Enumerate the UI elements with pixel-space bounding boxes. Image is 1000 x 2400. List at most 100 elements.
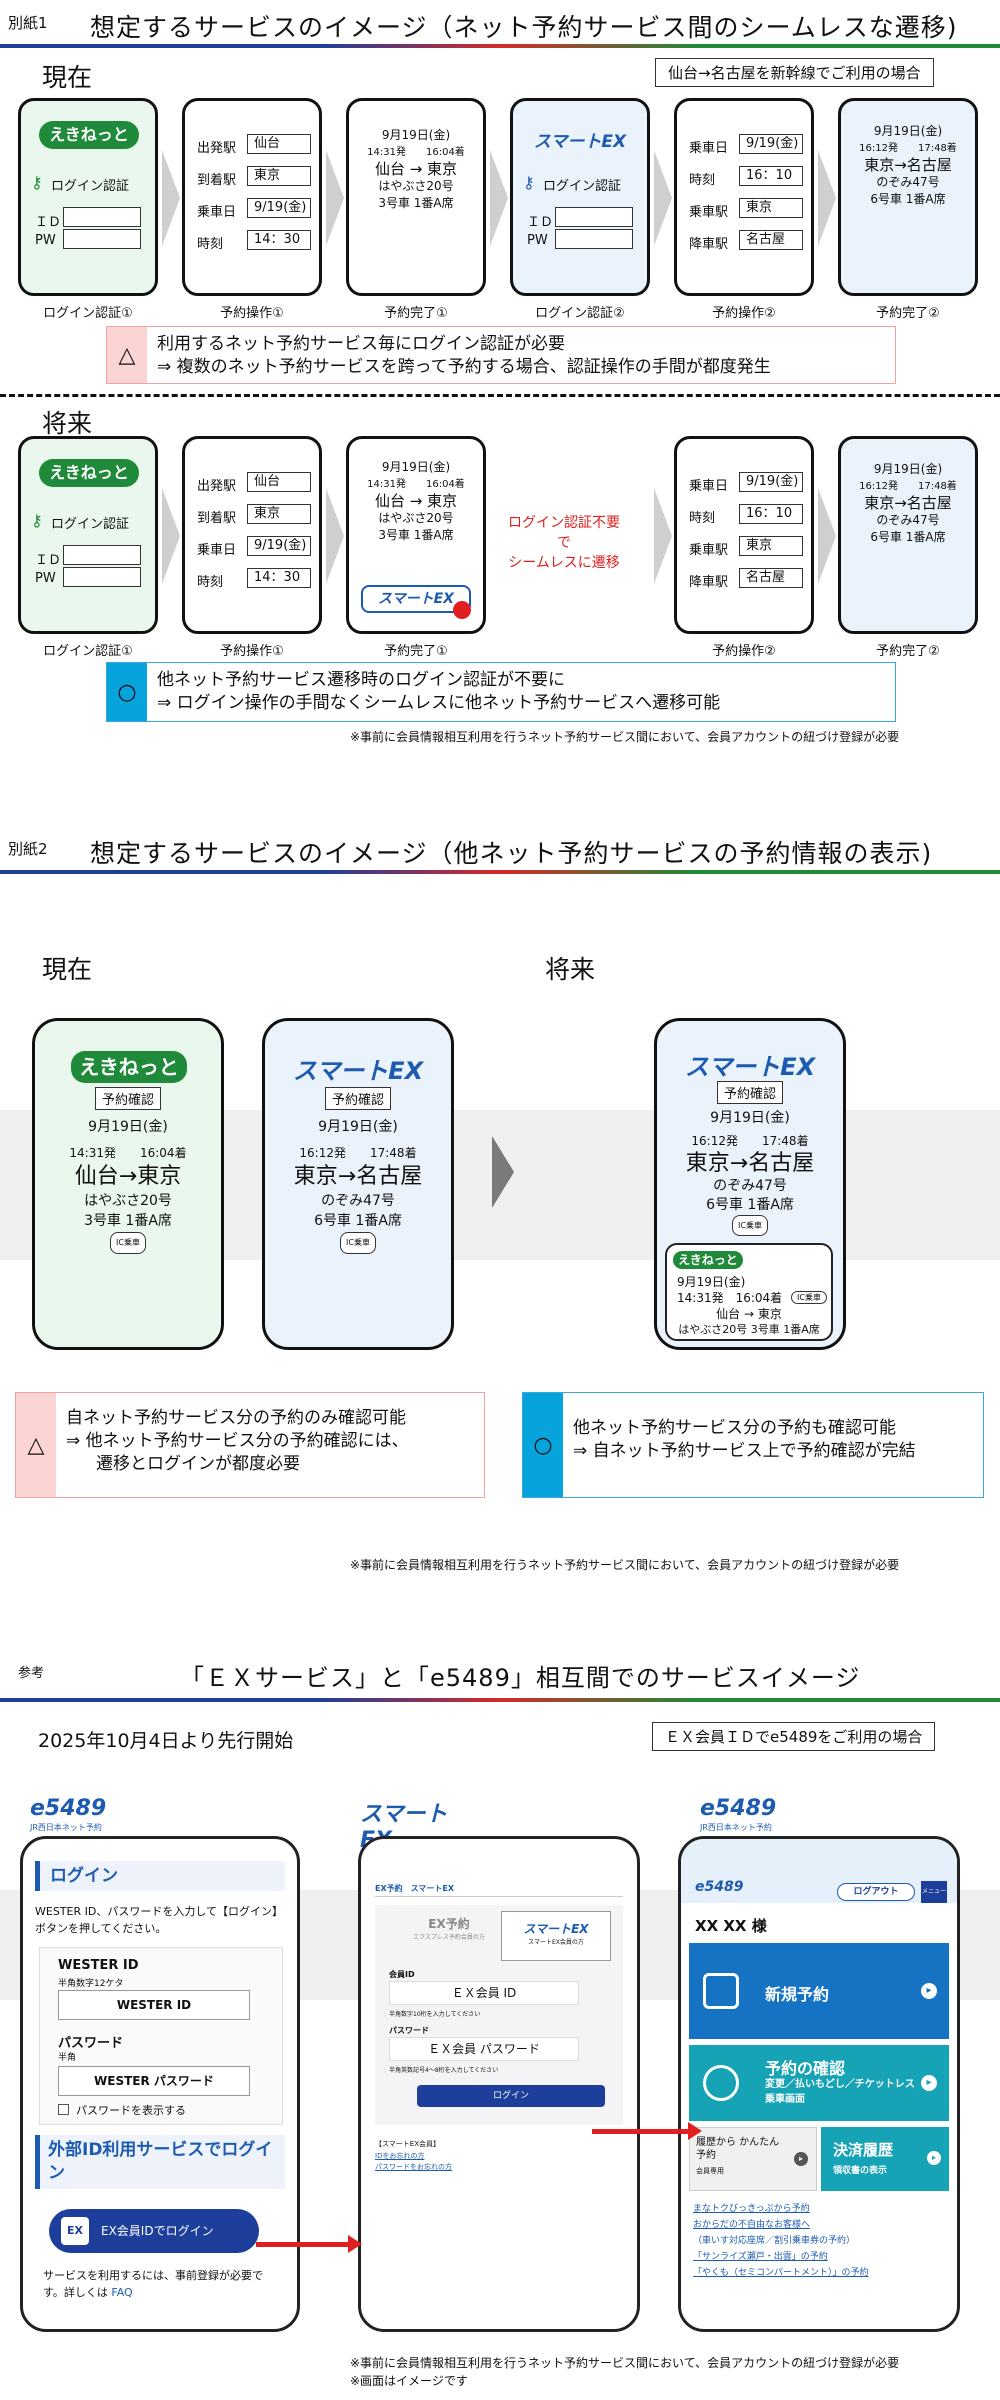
caption: 予約完了② [876,644,940,659]
op-label: 乗車日 [197,543,237,558]
wester-password-input[interactable]: WESTER パスワード [58,2066,250,2096]
chevron-right-icon [818,488,836,584]
forgot-id-link[interactable]: IDをお忘れの方 [375,2152,425,2160]
divider-bar [0,44,1000,48]
smartex-link-button[interactable]: スマートEX [361,585,471,613]
section1-tag: 別紙1 [8,14,48,32]
confirm-label: 予約確認 [716,1081,783,1104]
pw-field[interactable] [63,567,141,587]
caption: 予約操作① [220,306,284,321]
op-label: 乗車駅 [689,205,729,220]
op-field[interactable]: 16：10 [739,166,803,186]
new-reservation-tile[interactable]: 新規予約 ▸ [689,1943,949,2039]
op-label: 到着駅 [197,173,237,188]
forgot-password-link[interactable]: パスワードをお忘れの方 [375,2163,452,2171]
faq-link[interactable]: FAQ [111,2286,133,2299]
op-field[interactable]: 東京 [247,166,311,186]
op-field[interactable]: 仙台 [247,134,311,154]
e5489-logo: e5489 [695,1879,744,1895]
ok-text: ⇒ 自ネット予約サービス上で予約確認が完結 [573,1441,916,1461]
op-field[interactable]: 東京 [739,198,803,218]
show-password-checkbox[interactable] [58,2104,69,2115]
chevron-right-icon [490,150,508,246]
op-field[interactable]: 9/19(金) [739,134,803,154]
op-label: 乗車日 [689,141,729,156]
red-arrow [592,2129,692,2134]
id-field[interactable] [63,545,141,565]
history-quick-tile[interactable]: 履歴から かんたん予約 会員専用 ▸ [689,2127,817,2191]
op-label: 時刻 [689,511,716,526]
link-item[interactable]: おからだの不自由なお客様へ [693,2220,811,2230]
chevron-right-icon [162,488,180,584]
confirm-label: 予約確認 [324,1087,391,1110]
op-field[interactable]: 14：30 [247,230,311,250]
chevron-right-icon [492,1136,514,1208]
warning-text: 利用するネット予約サービス毎にログイン認証が必要 [157,334,565,354]
e5489-sub: JR西日本ネット予約 [30,1823,102,1832]
sub-train: はやぶさ20号 3号車 1番A席 [678,1323,820,1336]
link-item[interactable]: まなトクびっきっぷから予約 [693,2204,810,2214]
divider-bar [0,870,1000,874]
phone-op1: 出発駅 仙台 到着駅 東京 乗車日 9/19(金) 時刻 14：30 [182,436,322,634]
key-icon: ⚷ [31,173,43,192]
pw-field[interactable] [555,229,633,249]
op-field[interactable]: 9/19(金) [247,198,311,218]
reservation-check-tile[interactable]: 予約の確認 変更／払いもどし／チケットレス乗車画面 ▸ [689,2045,949,2121]
sub-date: 9月19日(金) [677,1275,746,1289]
smartex-logo: スマートEX [292,1057,424,1085]
password-hint: 半角英数記号4〜8桁を入力してください [389,2067,499,2074]
smartex-logo: スマートEX [533,132,627,152]
op-field[interactable]: 東京 [739,536,803,556]
ex-id-input[interactable]: ＥＸ会員 ID [389,1981,579,2005]
footnote: ※事前に会員情報相互利用を行うネット予約サービス間において、会員アカウントの紐づ… [350,1558,900,1572]
chevron-right-icon [654,150,672,246]
ex-login-button[interactable]: EX EX会員IDでログイン [49,2209,259,2253]
id-field[interactable] [63,207,141,227]
op-field[interactable]: 9/19(金) [247,536,311,556]
id-field[interactable] [555,207,633,227]
id-label: 会員ID [389,1970,415,1979]
op-field[interactable]: 名古屋 [739,230,803,250]
op-field[interactable]: 14：30 [247,568,311,588]
op-field[interactable]: 9/19(金) [739,472,803,492]
op-field[interactable]: 名古屋 [739,568,803,588]
phone-done1-with-link: 9月19日(金) 14:31発 16:04着 仙台 → 東京 はやぶさ20号 3… [346,436,486,634]
login-button[interactable]: ログイン [417,2085,605,2107]
ex-password-input[interactable]: ＥＸ会員 パスワード [389,2037,579,2061]
sub-times: 14:31発 16:04着 [677,1291,783,1305]
phone-smart-login: スマートEX ⚷ ログイン認証 ＩＤ PW [510,98,650,296]
id-label: ＩＤ [35,215,62,230]
ok-text: ⇒ ログイン操作の手間なくシームレスに他ネット予約サービスへ遷移可能 [157,693,721,713]
wester-id-input[interactable]: WESTER ID [58,1990,250,2020]
triangle-icon: △ [107,327,147,383]
done-info: 9月19日(金) 16:12発 17:48着 東京→名古屋 のぞみ47号 6号車… [859,124,957,206]
link-item[interactable]: 「やくも（セミコンパートメント）」の予約 [693,2268,869,2278]
op-field[interactable]: 東京 [247,504,311,524]
payment-history-tile[interactable]: 決済履歴 領収書の表示 ▸ [821,2127,949,2191]
menu-button[interactable]: メニュー [921,1881,947,1903]
id-label: ＩＤ [35,553,62,568]
logout-button[interactable]: ログアウト [837,1883,915,1901]
link-item[interactable]: 「サンライズ瀬戸・出雲」の予約 [693,2252,828,2262]
chevron-right-icon [818,150,836,246]
op-label: 時刻 [197,575,224,590]
pw-field[interactable] [63,229,141,249]
eki-logo: えきねっと [71,1051,187,1083]
phone-done1: 9月19日(金) 14:31発 16:04着 仙台 → 東京 はやぶさ20号 3… [346,98,486,296]
done-info: 9月19日(金) 16:12発 17:48着 東京→名古屋 のぞみ47号 6号車… [859,462,957,544]
op-field[interactable]: 仙台 [247,472,311,492]
other-reservation-card[interactable]: えきねっと 9月19日(金) 14:31発 16:04着 IC乗車 仙台 → 東… [665,1243,833,1341]
op-label: 降車駅 [689,575,729,590]
op-field[interactable]: 16：10 [739,504,803,524]
chevron-right-icon [326,488,344,584]
pw-label: PW [35,571,56,586]
warning-box: △ 自ネット予約サービス分の予約のみ確認可能⇒ 他ネット予約サービス分の予約確認… [15,1392,485,1498]
login-title: ログイン認証 [51,179,130,194]
ex-icon: EX [61,2217,89,2245]
tab-ex-yoyaku[interactable]: EX予約エクスプレス予約会員の方 [413,1917,485,1941]
ok-box: ○ 他ネット予約サービス分の予約も確認可能⇒ 自ネット予約サービス上で予約確認が… [522,1392,984,1498]
card-info: 9月19日(金) 14:31発 16:04着 仙台→東京 はやぶさ20号 3号車… [35,1117,221,1254]
card-eki: えきねっと 予約確認 9月19日(金) 14:31発 16:04着 仙台→東京 … [32,1018,224,1350]
pre-register-note: サービスを利用するには、事前登録が必要です。詳しくは FAQ [43,2269,263,2299]
